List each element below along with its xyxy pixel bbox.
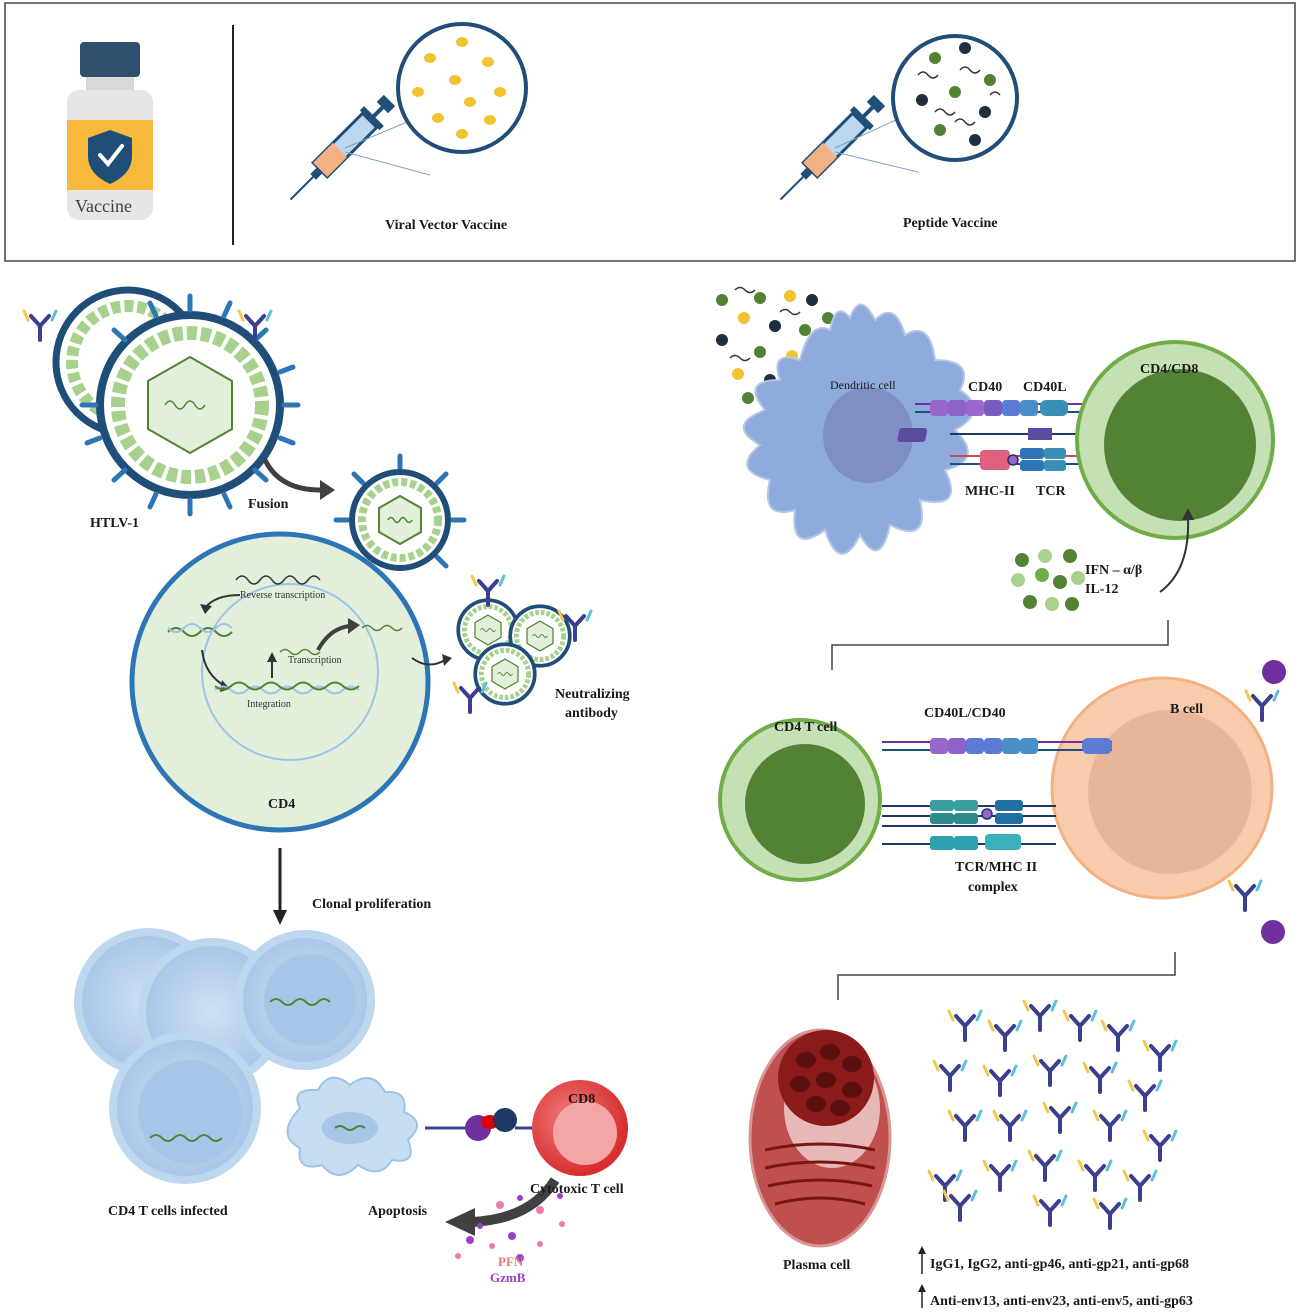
transcription-label: Transcription [288, 655, 342, 666]
antigen-bound-2 [1261, 920, 1285, 944]
integration-label: Integration [247, 699, 291, 710]
zoom-line-2a [834, 117, 901, 149]
host-dna [214, 685, 360, 695]
infected-cells-label: CD4 T cells infected [108, 1204, 228, 1219]
b-cell-nucleus [1088, 710, 1252, 874]
plasma-cell-label: Plasma cell [783, 1258, 851, 1273]
connector-1 [831, 620, 1169, 670]
gzmb-label: GzmB [490, 1270, 526, 1285]
peptide-particles [916, 42, 1001, 146]
syringe-peptide-icon [779, 94, 886, 201]
cd40-label: CD40 [968, 380, 1003, 395]
dendritic-cell-label: Dendritic cell [830, 378, 896, 392]
cd4cd8-label: CD4/CD8 [1140, 362, 1199, 377]
anti-env-antibodies-label: Anti-env13, anti-env23, anti-env5, anti-… [930, 1294, 1193, 1309]
granules [455, 1193, 565, 1262]
ifn-label: IFN – α/β [1085, 563, 1143, 578]
cd40-cd40l-receptors [915, 400, 1105, 416]
il12-label: IL-12 [1085, 582, 1119, 597]
connector-2 [837, 952, 1176, 1000]
complex-label: complex [968, 880, 1018, 895]
mrna-strand [279, 648, 321, 656]
top-panel-border [4, 2, 1296, 262]
transcription-arrow [316, 624, 351, 651]
peptide-vaccine-label: Peptide Vaccine [903, 216, 998, 231]
viral-vector-vaccine-label: Viral Vector Vaccine [385, 218, 508, 233]
cd4cd8-nucleus [1104, 369, 1256, 521]
mhc-ii-label: MHC-II [965, 484, 1015, 499]
infected-cd4-cells [74, 928, 375, 1184]
cytokine-arrow [1159, 517, 1190, 593]
vaccine-vial-label: Vaccine [75, 196, 132, 216]
tcr-label: TCR [1036, 484, 1066, 499]
fusion-arrow [262, 458, 321, 493]
igg-antibodies-label: IgG1, IgG2, anti-gp46, anti-gp21, anti-g… [930, 1257, 1190, 1272]
pfn-label: PFN [498, 1254, 524, 1269]
tcr-mhc-label: TCR/MHC II [955, 860, 1038, 875]
cd4-label: CD4 [268, 797, 296, 812]
zoom-line-1a [344, 119, 413, 149]
bcell-antibody-1 [1244, 689, 1280, 722]
chromatin [790, 1044, 862, 1116]
viral-vector-particles [412, 37, 506, 139]
dendritic-nucleus [823, 387, 913, 483]
cd4-tcell-nucleus [745, 744, 865, 864]
cytokine-particles [1011, 549, 1085, 611]
tcr-mhc-receptors [882, 800, 1056, 850]
receptor-navy [493, 1108, 517, 1132]
cd4-nucleus [201, 583, 379, 761]
b-cell-label: B cell [1170, 702, 1204, 717]
vaccine-vial-icon [67, 42, 153, 220]
cd40l-label: CD40L [1023, 380, 1067, 395]
endoplasmic-reticulum [764, 1142, 876, 1206]
rna-strand [235, 575, 321, 585]
reverse-transcription-label: Reverse transcription [240, 590, 326, 601]
budding-arrow [411, 657, 446, 666]
antibody-icon-1 [22, 309, 58, 342]
zoom-line-2b [834, 151, 919, 173]
dna-double-helix [167, 627, 233, 637]
cd8-label: CD8 [568, 1092, 596, 1107]
cd40l-cd40-receptors [882, 738, 1112, 754]
apoptosis-label: Apoptosis [368, 1204, 428, 1219]
bcell-antibody-2 [1227, 879, 1263, 912]
htlv1-virus-front [79, 293, 301, 517]
fusion-label: Fusion [248, 497, 289, 512]
antibody-label: antibody [565, 706, 618, 721]
cytotoxic-tcell-label: Cytotoxic T cell [530, 1182, 624, 1197]
htlv1-label: HTLV-1 [90, 516, 140, 531]
syringe-viral-vector-icon [289, 94, 396, 201]
clonal-proliferation-label: Clonal proliferation [312, 897, 432, 912]
cd4-tcell-label: CD4 T cell [774, 720, 838, 735]
antigen-bound-1 [1262, 660, 1286, 684]
neutralizing-label: Neutralizing [555, 687, 630, 702]
cd40l-cd40-label: CD40L/CD40 [924, 706, 1006, 721]
cytotoxic-arrow [469, 1177, 560, 1227]
fusing-virus [333, 453, 467, 568]
secreted-antibodies [927, 999, 1178, 1230]
zoom-line-1b [344, 151, 431, 176]
